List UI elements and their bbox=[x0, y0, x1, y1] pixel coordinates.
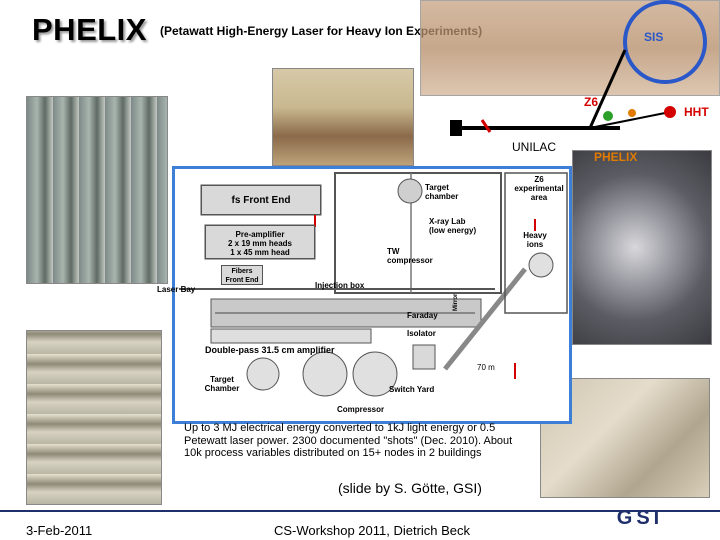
z6-area-line-2: experimental bbox=[514, 184, 564, 193]
compressor-label: Compressor bbox=[337, 405, 385, 414]
tw-compressor-label: TW compressor bbox=[387, 247, 433, 265]
sis-label: SIS bbox=[644, 30, 664, 44]
target-chamber-top-line-2: chamber bbox=[425, 192, 459, 201]
switch-yard-label: Switch Yard bbox=[389, 385, 435, 394]
target-chamber-photo bbox=[572, 150, 712, 345]
slide-title: PHELIX bbox=[32, 12, 147, 47]
mirror-label: Mirror bbox=[453, 293, 459, 311]
target-chamber-top-label: Target chamber bbox=[425, 183, 458, 201]
tw-line-1: TW bbox=[387, 247, 400, 256]
pre-amplifier-line-3: 1 x 45 mm head bbox=[230, 248, 290, 257]
description-text: Up to 3 MJ electrical energy converted t… bbox=[184, 422, 513, 459]
target-chamber-bottom-line-1: Target bbox=[210, 375, 234, 384]
target-chamber-top-line-1: Target bbox=[425, 183, 449, 192]
control-room-photo bbox=[272, 68, 414, 166]
fibers-line-1: Fibers bbox=[231, 268, 253, 275]
gsi-logo: GSI bbox=[617, 507, 663, 528]
faraday-label: Faraday bbox=[407, 311, 438, 320]
unilac-label: UNILAC bbox=[512, 140, 557, 154]
pre-amplifier-label: Pre-amplifier 2 x 19 mm heads 1 x 45 mm … bbox=[205, 225, 315, 259]
gsi-logo-text: GSI bbox=[617, 507, 663, 528]
z6-area-line-3: area bbox=[530, 193, 548, 202]
isolator-label: Isolator bbox=[407, 329, 436, 338]
footer-date: 3-Feb-2011 bbox=[26, 523, 93, 538]
xray-lab-line-2: (low energy) bbox=[429, 226, 477, 235]
floor-plan: fs Front End Pre-amplifier 2 x 19 mm hea… bbox=[157, 166, 572, 424]
heavy-ions-line-2: ions bbox=[526, 240, 544, 249]
target-chamber-bottom-line-2: Chamber bbox=[204, 384, 240, 393]
footer-divider bbox=[0, 510, 720, 512]
distance-label: 70 m bbox=[477, 363, 495, 372]
z6-area-line-1: Z6 bbox=[534, 175, 544, 184]
slide-credit: (slide by S. Götte, GSI) bbox=[338, 480, 482, 496]
slide-subtitle: (Petawatt High-Energy Laser for Heavy Io… bbox=[160, 24, 483, 38]
hht-label: HHT bbox=[684, 105, 709, 119]
accelerator-schematic bbox=[450, 0, 707, 136]
target-chamber-bottom-label: Target Chamber bbox=[199, 375, 245, 393]
z6-label: Z6 bbox=[584, 95, 599, 109]
pre-amplifier-line-1: Pre-amplifier bbox=[235, 230, 285, 239]
fibers-front-end-label: Fibers Front End bbox=[221, 265, 263, 285]
pre-amplifier-line-2: 2 x 19 mm heads bbox=[227, 239, 293, 248]
laser-lab-photo bbox=[26, 96, 168, 284]
xray-lab-label: X-ray Lab (low energy) bbox=[429, 217, 476, 235]
fs-front-end-label: fs Front End bbox=[201, 185, 321, 215]
laser-bay-label: Laser Bay bbox=[157, 285, 196, 294]
xray-lab-line-1: X-ray Lab bbox=[429, 217, 466, 226]
footer-event: CS-Workshop 2011, Dietrich Beck bbox=[274, 523, 471, 538]
injection-box-label: Injection box bbox=[315, 281, 365, 290]
laser-bay-photo bbox=[26, 330, 162, 505]
heavy-ions-line-1: Heavy bbox=[523, 231, 547, 240]
heavy-ions-label: Heavy ions bbox=[515, 231, 555, 249]
tw-line-2: compressor bbox=[387, 256, 433, 265]
fibers-line-2: Front End bbox=[225, 277, 259, 284]
z6-area-label: Z6 experimental area bbox=[511, 175, 567, 202]
phelix-label: PHELIX bbox=[594, 150, 638, 164]
double-pass-label: Double-pass 31.5 cm amplifier bbox=[205, 345, 335, 355]
